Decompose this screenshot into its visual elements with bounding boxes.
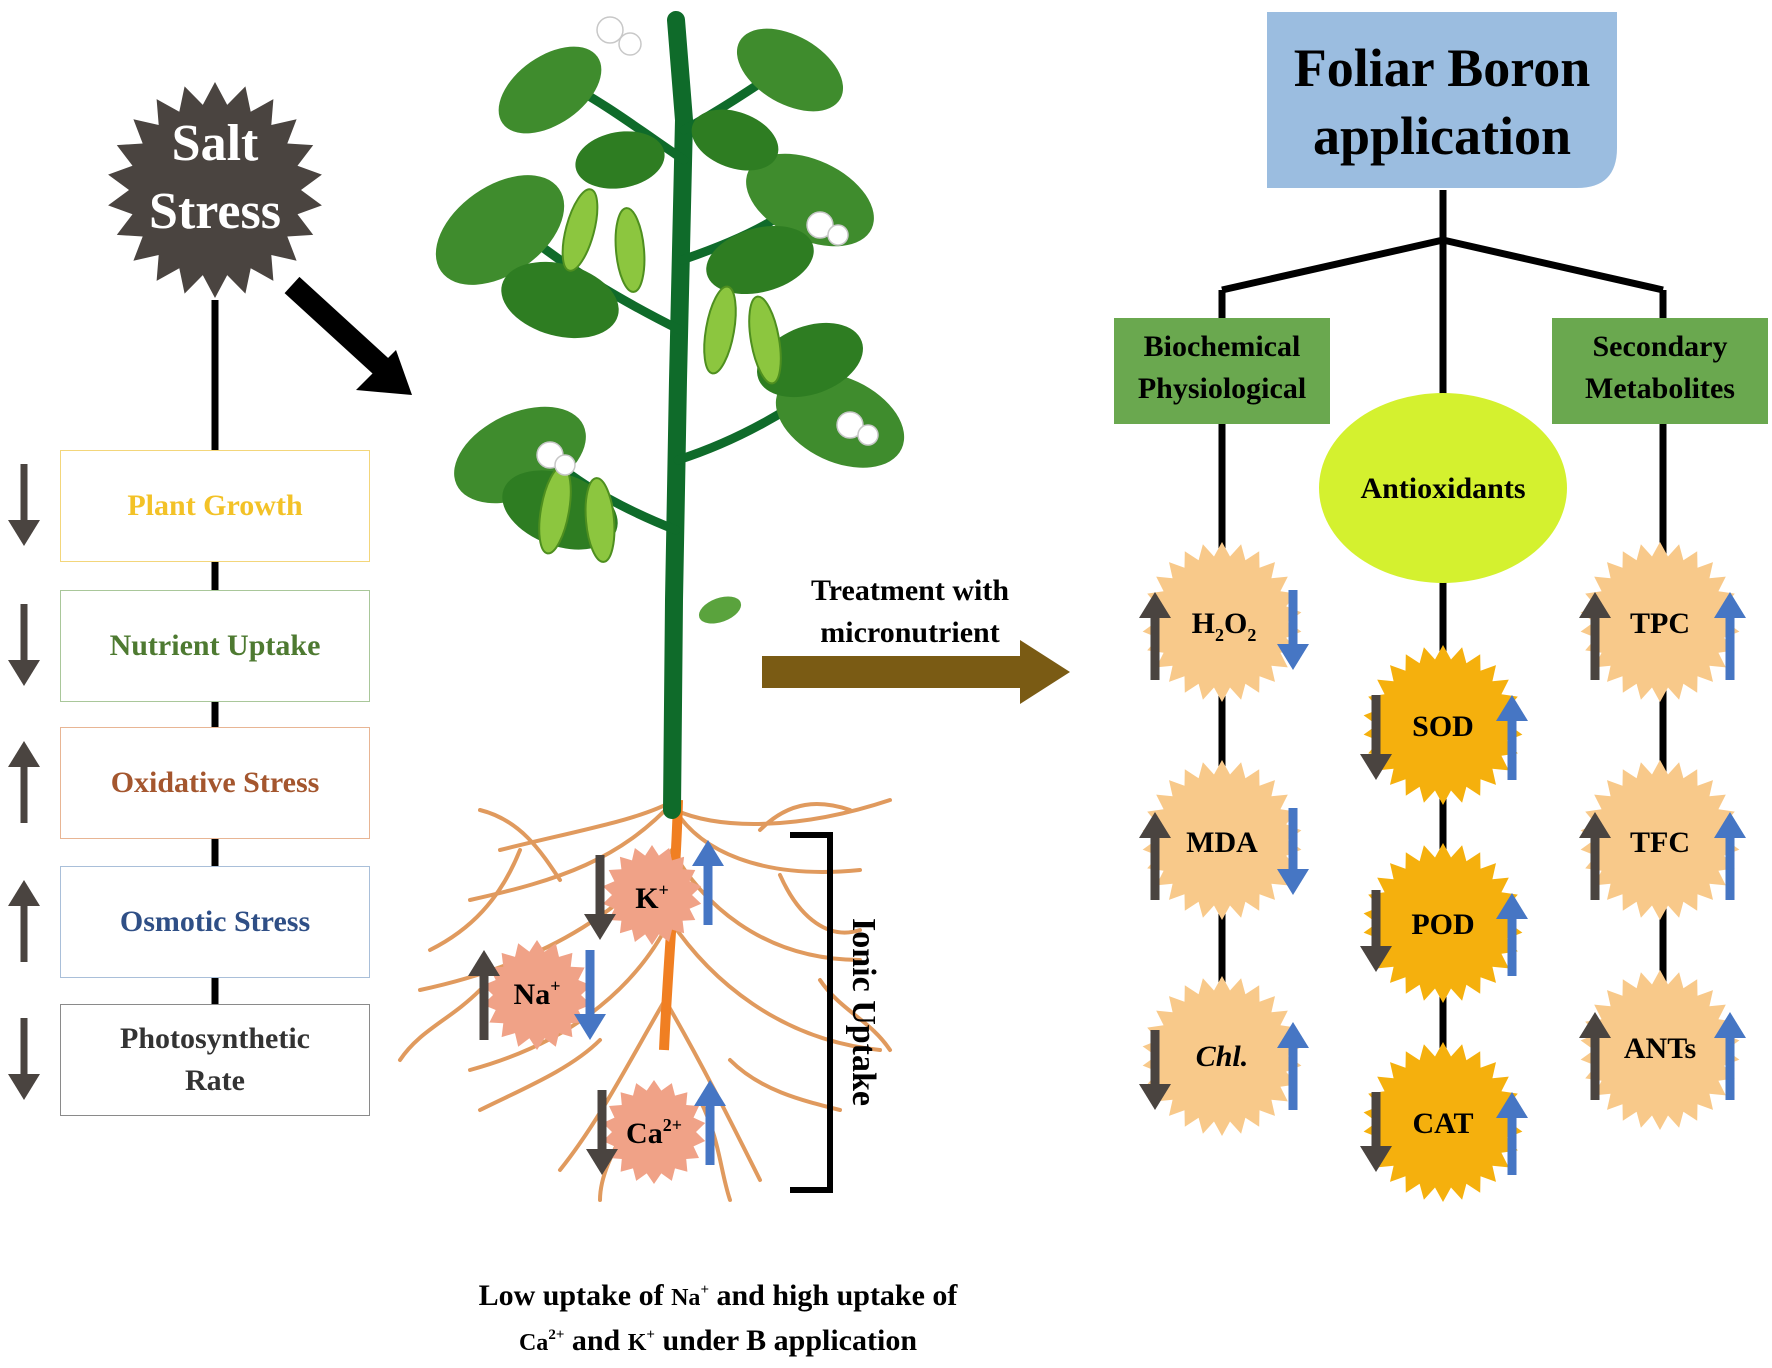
effect-osmotic-stress-label: Osmotic Stress bbox=[119, 905, 311, 938]
ion-k-starburst bbox=[602, 845, 702, 945]
ants-up-blue-arrow-icon bbox=[1714, 1012, 1746, 1100]
k-up-arrow-icon bbox=[692, 840, 724, 925]
ion-ca-starburst bbox=[602, 1080, 706, 1184]
effect-down-arrow-icon bbox=[8, 1018, 40, 1100]
change-arrows bbox=[468, 590, 1746, 1175]
sod-down-arrow-icon bbox=[1360, 695, 1392, 780]
tpc-label: TPC bbox=[1630, 607, 1690, 640]
caption-line2: Ca2+ and K+ under B application bbox=[519, 1324, 917, 1357]
h2o2-down-arrow-icon bbox=[1277, 590, 1309, 670]
foliar-boron-box bbox=[1267, 12, 1617, 188]
ants-up-arrow-icon bbox=[1579, 1012, 1611, 1100]
foliar-boron-label-line1: Foliar Boron bbox=[1294, 38, 1591, 98]
ants-label: ANTs bbox=[1624, 1032, 1696, 1065]
cat-label: CAT bbox=[1412, 1107, 1473, 1140]
caption-line1: Low uptake of Na+ and high uptake of bbox=[479, 1279, 959, 1312]
ionic-uptake-bracket bbox=[790, 832, 833, 1193]
tfc-label: TFC bbox=[1630, 826, 1690, 859]
secondary-label: Secondary bbox=[1593, 330, 1728, 363]
ca-down-arrow-icon bbox=[586, 1090, 618, 1175]
physiological-label: Physiological bbox=[1138, 372, 1306, 405]
pod-starburst bbox=[1363, 843, 1523, 1003]
effect-photosynthetic-rate: Photosynthetic Rate bbox=[60, 1004, 370, 1116]
osmotic-stress-arrow-icon bbox=[8, 880, 40, 962]
oxidative-stress-arrow-icon bbox=[8, 741, 40, 823]
photosynthetic-rate-arrow-icon bbox=[8, 1018, 40, 1100]
effect-down-arrow-icon bbox=[8, 464, 40, 546]
treatment-label-line2: micronutrient bbox=[820, 616, 999, 649]
antioxidants-label: Antioxidants bbox=[1360, 472, 1525, 505]
ion-na-starburst bbox=[482, 940, 592, 1050]
salt-stress-starburst bbox=[108, 82, 322, 298]
salt-to-plant-arrow-shaft bbox=[284, 276, 393, 379]
secondary-metabolites-box bbox=[1552, 318, 1768, 424]
tfc-up-arrow-icon bbox=[1579, 812, 1611, 900]
na-down-arrow-icon bbox=[574, 950, 606, 1040]
ca-up-arrow-icon bbox=[694, 1080, 726, 1165]
effect-plant-growth: Plant Growth bbox=[60, 450, 370, 562]
nutrient-uptake-arrow-icon bbox=[8, 604, 40, 686]
treatment-label-line1: Treatment with bbox=[811, 574, 1009, 607]
biochemical-label: Biochemical bbox=[1144, 330, 1301, 363]
tpc-up-blue-arrow-icon bbox=[1714, 592, 1746, 680]
sod-starburst bbox=[1363, 645, 1523, 805]
chl-label: Chl. bbox=[1196, 1040, 1249, 1073]
plant-roots bbox=[398, 798, 892, 1202]
h2o2-starburst bbox=[1142, 542, 1302, 702]
effect-oxidative-stress: Oxidative Stress bbox=[60, 727, 370, 839]
tfc-up-blue-arrow-icon bbox=[1714, 812, 1746, 900]
effect-oxidative-stress-label: Oxidative Stress bbox=[110, 766, 320, 799]
k-down-arrow-icon bbox=[584, 855, 616, 940]
salt-to-plant-arrow-head bbox=[356, 350, 412, 395]
treatment-arrow-shaft bbox=[762, 656, 1024, 688]
tpc-up-arrow-icon bbox=[1579, 592, 1611, 680]
plant-growth-arrow-icon bbox=[8, 464, 40, 546]
ion-na-label: Na+ bbox=[514, 976, 561, 1011]
effect-up-arrow-icon bbox=[8, 741, 40, 823]
treatment-arrow-head bbox=[1020, 640, 1070, 704]
mda-up-arrow-icon bbox=[1139, 812, 1171, 900]
cat-down-arrow-icon bbox=[1360, 1092, 1392, 1172]
plant-illustration bbox=[398, 11, 905, 1202]
mda-down-arrow-icon bbox=[1277, 808, 1309, 895]
chl-starburst bbox=[1142, 976, 1302, 1136]
tfc-starburst bbox=[1580, 760, 1740, 920]
salt-stress-label-line2: Stress bbox=[149, 183, 281, 240]
mda-starburst bbox=[1142, 760, 1302, 920]
sod-label: SOD bbox=[1412, 710, 1474, 743]
na-up-arrow-icon bbox=[468, 950, 500, 1040]
salt-stress-label-line1: Salt bbox=[172, 115, 259, 172]
antioxidants-ellipse bbox=[1319, 393, 1567, 583]
pod-down-arrow-icon bbox=[1360, 890, 1392, 972]
tpc-starburst bbox=[1580, 542, 1740, 702]
pod-label: POD bbox=[1411, 908, 1474, 941]
effect-photosynthetic-rate-label: Photosynthetic Rate bbox=[120, 1022, 310, 1097]
effect-nutrient-uptake: Nutrient Uptake bbox=[60, 590, 370, 702]
effect-nutrient-uptake-label: Nutrient Uptake bbox=[109, 629, 321, 662]
effect-up-arrow-icon bbox=[8, 880, 40, 962]
chl-up-arrow-icon bbox=[1277, 1022, 1309, 1110]
plant-flowers bbox=[536, 16, 879, 476]
cat-up-arrow-icon bbox=[1496, 1092, 1528, 1175]
ion-k-label: K+ bbox=[635, 880, 669, 915]
pod-up-arrow-icon bbox=[1496, 893, 1528, 976]
effect-plant-growth-label: Plant Growth bbox=[127, 489, 303, 522]
sod-up-arrow-icon bbox=[1496, 695, 1528, 780]
mda-label: MDA bbox=[1186, 826, 1258, 859]
chl-down-arrow-icon bbox=[1139, 1030, 1171, 1110]
metabolites-label: Metabolites bbox=[1585, 372, 1735, 405]
foliar-boron-label-line2: application bbox=[1313, 106, 1571, 166]
effect-down-arrow-icon bbox=[8, 604, 40, 686]
ionic-uptake-label: Ionic Uptake bbox=[845, 918, 882, 1106]
cat-starburst bbox=[1363, 1042, 1523, 1202]
ants-starburst bbox=[1580, 970, 1740, 1130]
effect-osmotic-stress: Osmotic Stress bbox=[60, 866, 370, 978]
plant-stem bbox=[663, 11, 694, 819]
ion-ca-label: Ca2+ bbox=[626, 1115, 682, 1150]
h2o2-label: H2O2 bbox=[1192, 607, 1257, 645]
h2o2-up-arrow-icon bbox=[1139, 592, 1171, 680]
biochemical-physiological-box bbox=[1114, 318, 1330, 424]
